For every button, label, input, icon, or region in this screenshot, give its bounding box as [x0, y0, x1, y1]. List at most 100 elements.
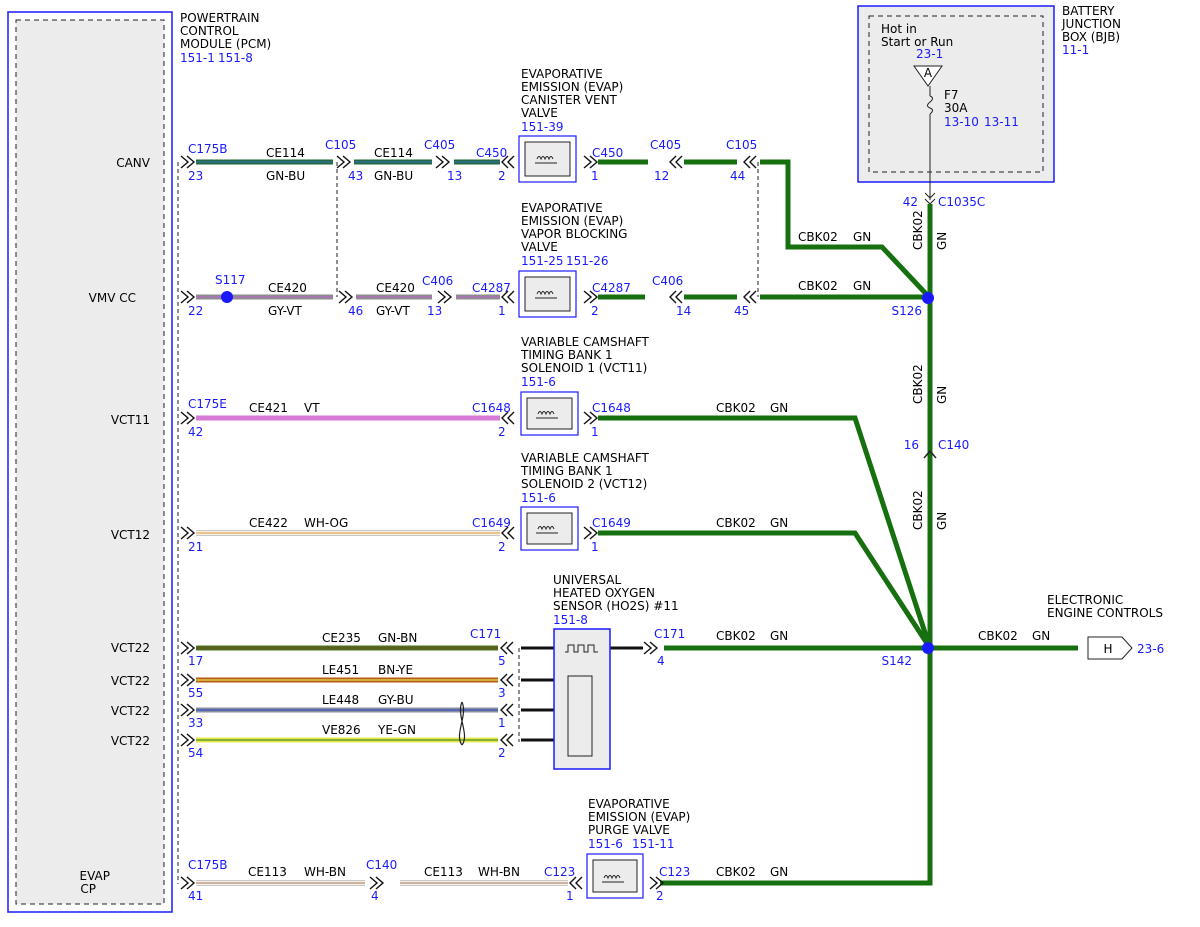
pin-label-canv: CANV	[116, 156, 151, 170]
purge-ref-1: 151-6	[588, 837, 623, 851]
canv-pin23: 23	[188, 169, 203, 183]
bjb-inner	[868, 15, 1044, 173]
connector-chevron-icon	[743, 155, 757, 169]
solenoid-coil-icon	[602, 875, 624, 883]
pin-label-vct22-a: VCT22	[111, 641, 150, 655]
vapor-blocking-valve	[518, 270, 577, 318]
bjb-title-3: BOX (BJB)	[1062, 30, 1120, 44]
pcm-title-3: MODULE (PCM)	[180, 37, 271, 51]
connector-chevron-icon	[649, 876, 665, 890]
connector-chevron-icon	[501, 290, 515, 304]
pcm-outline	[7, 11, 173, 913]
vct11-title-2: TIMING BANK 1	[520, 348, 613, 362]
evap-c140: C140	[366, 858, 397, 872]
canv-ce114b: CE114	[374, 146, 413, 160]
canister-vent-valve	[518, 135, 577, 183]
connector-chevron-icon	[437, 290, 453, 304]
connector-chevron-icon	[500, 733, 514, 747]
evap-pin41: 41	[188, 889, 203, 903]
vert-gn-b: GN	[935, 386, 949, 404]
pcm-title-1: POWERTRAIN	[180, 11, 260, 25]
eec-title-1: ELECTRONIC	[1047, 593, 1123, 607]
vct12-title-2: TIMING BANK 1	[520, 464, 613, 478]
vct12-ce422: CE422	[249, 516, 288, 530]
c140-vertical-connector-icon	[923, 449, 937, 459]
canv-pin13: 13	[447, 169, 462, 183]
vmv-pin45: 45	[734, 304, 749, 318]
vct12-title-1: VARIABLE CAMSHAFT	[521, 451, 650, 465]
vmv-pin13: 13	[427, 304, 442, 318]
connector-chevron-icon	[501, 155, 515, 169]
vct12-cbk02: CBK02	[716, 516, 756, 530]
solenoid-coil-icon	[536, 526, 558, 534]
ho2s-sensor	[553, 628, 611, 770]
canv-pin43: 43	[348, 169, 363, 183]
upper-cbk02: CBK02	[798, 230, 838, 244]
evap-ce113b: CE113	[424, 865, 463, 879]
canv-c405: C405	[424, 138, 455, 152]
ho2s-pin2: 2	[498, 746, 506, 760]
canister-title-4: VALVE	[521, 106, 558, 120]
ho2s-pin4: 4	[657, 654, 665, 668]
pcm-connector-dashes	[177, 162, 759, 884]
canv-c450: C450	[476, 146, 507, 160]
pcm-inner	[15, 19, 165, 905]
vct12-ref: 151-6	[521, 491, 556, 505]
ho2s-ve826: VE826	[322, 723, 361, 737]
ho2s-gnbn: GN-BN	[378, 631, 417, 645]
connector-chevron-icon	[180, 155, 196, 169]
vert-pin16: 16	[904, 438, 919, 452]
fuse-ref-1: 13-10	[944, 115, 979, 129]
ho2s-bnye: BN-YE	[378, 663, 413, 677]
connector-chevron-icon	[180, 876, 196, 890]
row-vct11: C175E 42 CE421 VT C1648 2 C1648 1 CBK02 …	[180, 335, 788, 439]
eec-cbk02: CBK02	[978, 629, 1018, 643]
vct11-ref: 151-6	[521, 375, 556, 389]
ho2s-pin3: 3	[498, 686, 506, 700]
evap-whbn-b: WH-BN	[478, 865, 520, 879]
connector-chevron-icon	[583, 411, 599, 425]
canister-ref: 151-39	[521, 120, 564, 134]
vct11-ce421: CE421	[249, 401, 288, 415]
ho2s-pin33: 33	[188, 716, 203, 730]
pin-label-vmvcc: VMV CC	[89, 291, 136, 305]
ho2s-ce235: CE235	[322, 631, 361, 645]
vert-gn-a: GN	[935, 232, 949, 250]
vct11-c1648: C1648	[472, 401, 511, 415]
connector-chevron-icon	[369, 876, 385, 890]
connector-chevron-icon	[501, 526, 515, 540]
connector-chevron-icon	[569, 876, 583, 890]
connector-chevron-icon	[743, 290, 757, 304]
vmv-pin46: 46	[348, 304, 363, 318]
solenoid-coil-icon	[535, 291, 557, 299]
connector-chevron-icon	[180, 290, 196, 304]
canister-title-1: EVAPORATIVE	[521, 67, 603, 81]
ho2s-c171r: C171	[654, 627, 685, 641]
vapor-ref-1: 151-25	[521, 254, 564, 268]
vmv-s117: S117	[215, 273, 246, 287]
fuse-icon	[927, 95, 933, 115]
row-canv: C175B 23 CE114 GN-BU C105 43 CE114 GN-BU…	[180, 67, 757, 183]
ho2s-pin1: 1	[498, 716, 506, 730]
ground-network	[598, 159, 1078, 886]
eec-title-2: ENGINE CONTROLS	[1047, 606, 1163, 620]
ho2s-pin17: 17	[188, 654, 203, 668]
vmv-gyvt-b: GY-VT	[376, 304, 410, 318]
vmv-c4287r: C4287	[592, 281, 631, 295]
eec-ref: 23-6	[1137, 642, 1164, 656]
vmv-c406r: C406	[652, 274, 683, 288]
evap-c123: C123	[544, 865, 575, 879]
ground-wire	[660, 204, 933, 886]
evap-gn: GN	[770, 865, 788, 879]
ho2s-cbk02: CBK02	[716, 629, 756, 643]
canv-ce114a: CE114	[266, 146, 305, 160]
connector-chevron-icon	[643, 641, 659, 655]
upper-gn: GN	[853, 230, 871, 244]
vct11-solenoid	[520, 391, 579, 436]
purge-ref-2: 151-11	[632, 837, 675, 851]
connector-chevron-icon	[180, 526, 196, 540]
bjb-hot-2: Start or Run	[881, 35, 953, 49]
vmv-pin2: 2	[591, 304, 599, 318]
evap-pin1: 1	[566, 889, 574, 903]
vct12-solenoid	[520, 506, 579, 551]
